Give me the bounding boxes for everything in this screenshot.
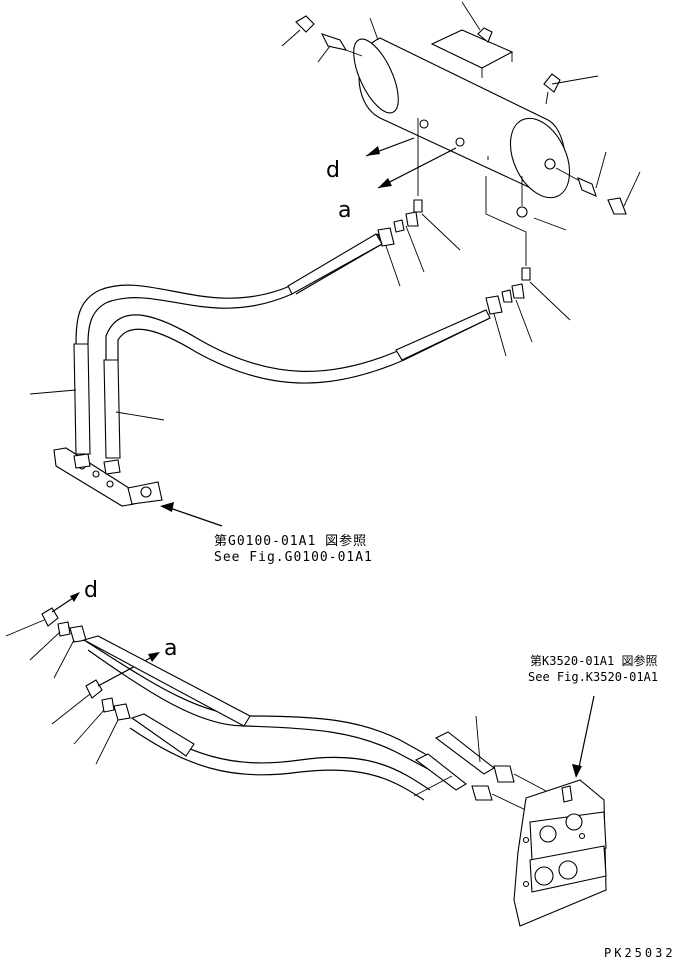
- tank-mount-bracket: [430, 29, 514, 69]
- tank-top-fitting: [477, 27, 493, 43]
- sleeve-fitting-icon: [101, 697, 115, 713]
- manifold-port-icon: [73, 453, 91, 469]
- tube-segment-icon: [130, 713, 195, 757]
- callout-label-d-bottom: d: [84, 578, 98, 603]
- hose-end-fitting-icon: [485, 295, 503, 315]
- tank-end-cap-left: [353, 38, 399, 114]
- valve-spool-icon: [539, 825, 557, 843]
- tank-port-d: [455, 137, 465, 147]
- tube-segment-icon: [82, 635, 251, 727]
- reference-k3520-japanese: 第K3520-01A1 図参照: [530, 654, 658, 668]
- callout-label-a-top: a: [338, 198, 352, 223]
- nipple-fitting-icon: [521, 267, 531, 281]
- sleeve-fitting-icon: [57, 621, 71, 637]
- nipple-fitting-icon: [413, 199, 423, 213]
- callout-arrows-top: [365, 137, 457, 189]
- callout-label-d-top: d: [326, 158, 340, 183]
- tube-segment-icon: [73, 343, 91, 455]
- lower-hoses: [82, 635, 549, 813]
- elbow-fitting-icon: [41, 607, 59, 627]
- tank-end-cap-right: [509, 117, 571, 199]
- sleeve-fitting-icon: [501, 289, 513, 303]
- plate-tab: [561, 785, 573, 803]
- manifold-block: [53, 447, 223, 527]
- hose-end-fitting-icon: [493, 765, 515, 783]
- tank-inlet-fittings: [281, 15, 363, 63]
- tank-port-side: [544, 158, 556, 170]
- tank-port-a: [419, 119, 429, 129]
- callout-label-a-bottom: a: [164, 636, 178, 661]
- valve-port-icon: [534, 866, 554, 886]
- elbow-fitting-icon: [295, 15, 315, 33]
- reference-g0100-japanese: 第G0100-01A1 図参照: [214, 534, 368, 549]
- manifold-port-icon: [103, 459, 121, 475]
- elbow-fitting-icon: [607, 197, 627, 215]
- nut-fitting-icon: [405, 211, 419, 227]
- valve-spool-icon: [565, 813, 583, 831]
- drain-valve: [543, 73, 561, 93]
- drawing-number: PK25032: [604, 946, 676, 960]
- lower-fittings: [5, 592, 160, 765]
- valve-port-icon: [558, 860, 578, 880]
- hose-end-fitting-icon: [471, 785, 493, 801]
- tube-segment-icon: [395, 309, 491, 361]
- nut-fitting-icon: [511, 283, 525, 299]
- air-tank: [353, 27, 571, 218]
- hose-end-fitting-icon: [113, 703, 131, 721]
- tank-bottom-plug: [516, 206, 528, 218]
- tube-segment-icon: [287, 233, 383, 295]
- connector-fitting-icon: [320, 33, 348, 51]
- valve-mounting-plate: [513, 695, 607, 927]
- reference-g0100-english: See Fig.G0100-01A1: [214, 550, 373, 565]
- reference-k3520-english: See Fig.K3520-01A1: [528, 670, 659, 684]
- tube-segment-icon: [103, 359, 121, 459]
- upper-hoses: [29, 233, 491, 459]
- sleeve-fitting-icon: [393, 219, 405, 233]
- tank-outlet-fittings: [555, 151, 641, 215]
- tank-drop-lines: [377, 118, 571, 357]
- tube-segment-icon: [414, 753, 467, 791]
- connector-fitting-icon: [577, 177, 597, 197]
